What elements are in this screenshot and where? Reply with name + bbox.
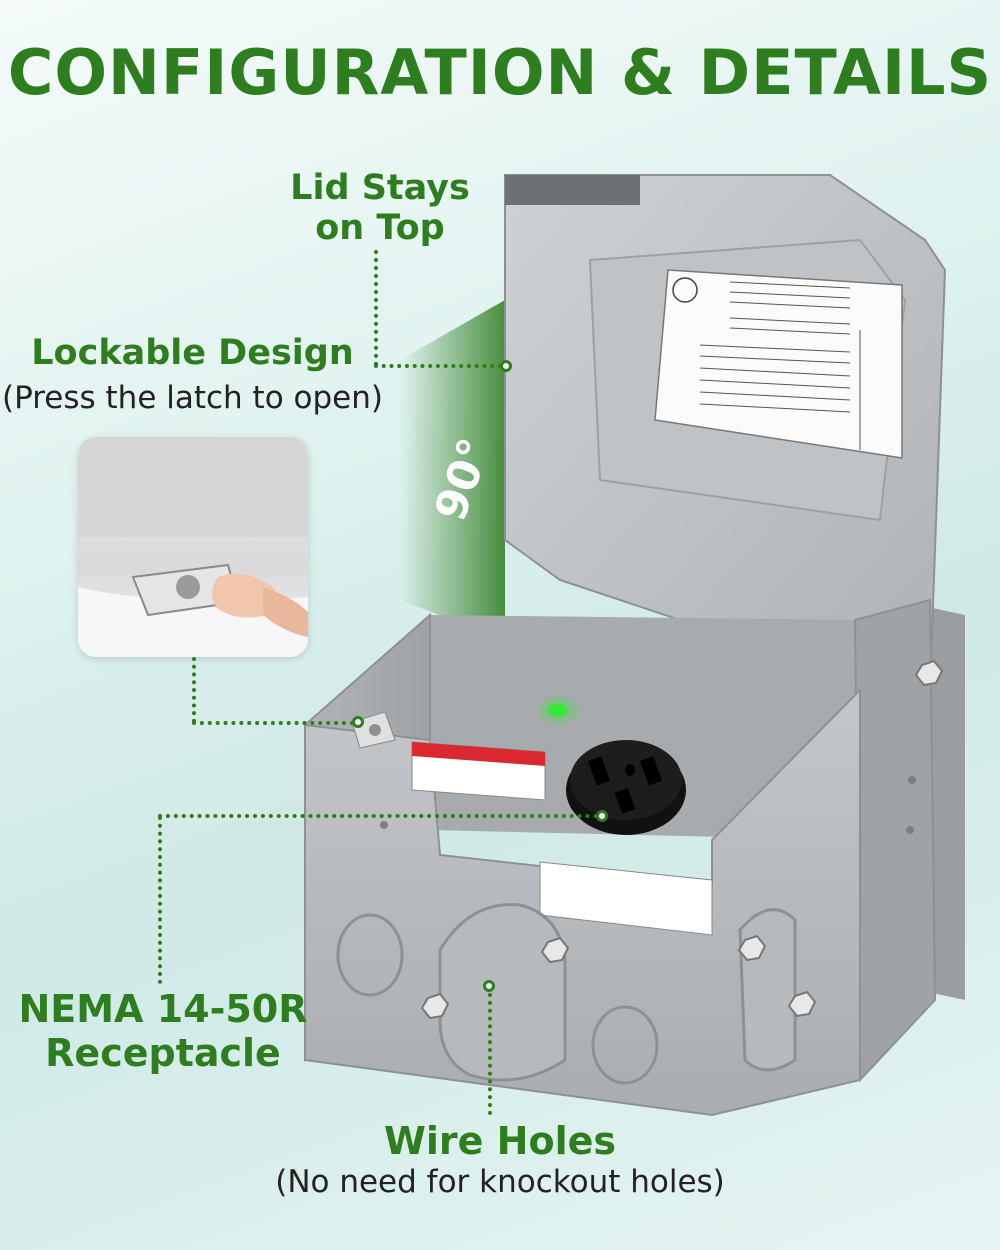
receptacle-leader-horizontal (158, 814, 598, 818)
receptacle-leader-vertical (158, 816, 162, 984)
wire-holes-title: Wire Holes (383, 1119, 616, 1163)
wire-holes-leader (488, 993, 492, 1115)
lockable-design-subtitle: (Press the latch to open) (1, 380, 383, 416)
lockable-design-title: Lockable Design (31, 333, 354, 373)
lid-callout-line2: on Top (315, 208, 445, 249)
page-title: CONFIGURATION & DETAILS (7, 36, 993, 109)
wire-holes-callout-dot (483, 980, 495, 992)
receptacle-callout-dot (596, 810, 608, 822)
latch-closeup-image (78, 437, 308, 657)
lockable-leader-vertical (192, 657, 196, 723)
wire-holes-subtitle: (No need for knockout holes) (275, 1164, 725, 1200)
receptacle-callout-line1: NEMA 14-50R (18, 987, 308, 1031)
lid-callout-leader-horizontal (374, 364, 502, 368)
lid-callout-dot (500, 360, 512, 372)
receptacle-callout-label: NEMA 14-50R Receptacle (18, 987, 308, 1075)
lid-callout-line1: Lid Stays (290, 168, 470, 208)
lockable-leader-horizontal (192, 721, 354, 725)
lid-callout-label: Lid Stays on Top (270, 168, 490, 249)
lockable-callout-dot (352, 716, 364, 728)
receptacle-callout-line2: Receptacle (45, 1030, 281, 1075)
lid-callout-leader-vertical (374, 250, 378, 366)
